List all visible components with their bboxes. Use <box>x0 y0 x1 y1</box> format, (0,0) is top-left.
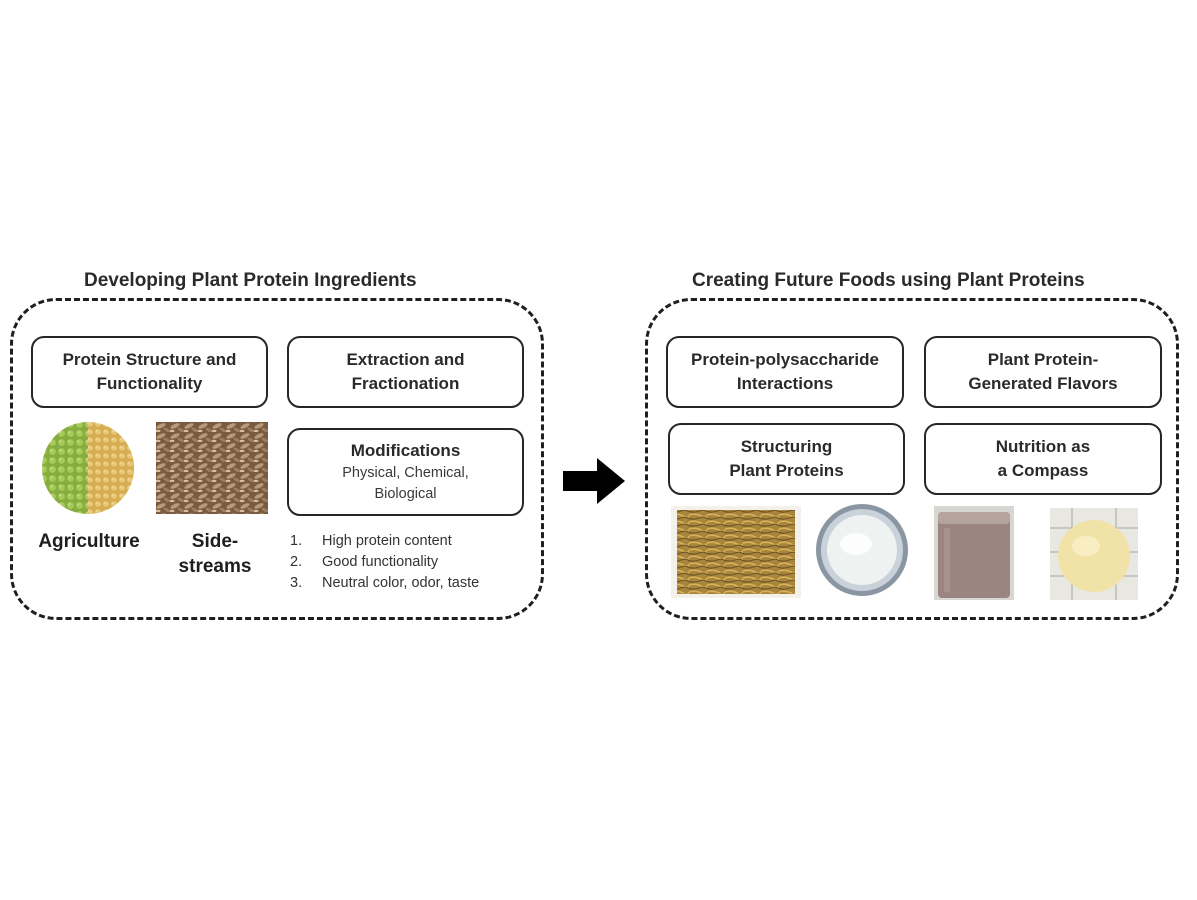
left-panel-title: Developing Plant Protein Ingredients <box>84 270 417 291</box>
caption-agriculture: Agriculture <box>38 531 140 552</box>
meat-analogue-image <box>671 506 801 598</box>
beverage-jar-image <box>934 506 1014 600</box>
box-nutrition-line1: Nutrition as <box>995 437 1091 456</box>
box-protein-polysaccharide-line2: Interactions <box>736 374 834 393</box>
box-structuring-line1: Structuring <box>740 437 833 456</box>
box-protein-structure-line2: Functionality <box>96 374 203 393</box>
requirements-list: 1.High protein content 2.Good functional… <box>290 531 479 594</box>
right-panel-frame <box>645 298 1179 620</box>
box-nutrition-line2: a Compass <box>997 461 1089 480</box>
list-item: 3.Neutral color, odor, taste <box>290 575 480 591</box>
caption-sidestreams-line2: streams <box>178 556 252 577</box>
box-extraction-line2: Fractionation <box>351 374 460 393</box>
emulsion-bowl-image <box>812 502 912 598</box>
box-generated-flavors-line1: Plant Protein- <box>987 350 1099 369</box>
cheese-ball-image <box>1050 508 1138 600</box>
box-generated-flavors: Plant Protein- Generated Flavors <box>924 336 1162 408</box>
list-item: 1.High protein content <box>290 533 452 549</box>
right-arrow-icon <box>563 458 625 504</box>
box-extraction-line1: Extraction and <box>346 350 465 369</box>
right-panel-title: Creating Future Foods using Plant Protei… <box>692 270 1085 291</box>
box-nutrition: Nutrition as a Compass <box>924 423 1162 495</box>
left-panel-frame <box>10 298 544 620</box>
box-extraction: Extraction and Fractionation <box>287 336 524 408</box>
box-modifications-sub1: Physical, Chemical, <box>342 465 469 481</box>
box-protein-structure-line1: Protein Structure and <box>62 350 237 369</box>
box-structuring: Structuring Plant Proteins <box>668 423 905 495</box>
caption-sidestreams: Side- streams <box>170 529 260 579</box>
box-protein-polysaccharide-line1: Protein-polysaccharide <box>690 350 879 369</box>
box-protein-structure: Protein Structure and Functionality <box>31 336 268 408</box>
list-item: 2.Good functionality <box>290 554 439 570</box>
box-structuring-line2: Plant Proteins <box>729 461 844 480</box>
box-modifications-title: Modifications <box>350 441 461 460</box>
box-protein-polysaccharide: Protein-polysaccharide Interactions <box>666 336 904 408</box>
agriculture-image <box>30 420 146 516</box>
box-generated-flavors-line2: Generated Flavors <box>968 374 1118 393</box>
caption-sidestreams-line1: Side- <box>191 531 239 552</box>
box-modifications-sub2: Biological <box>374 486 437 502</box>
sidestreams-image <box>156 422 268 514</box>
box-modifications: Modifications Physical, Chemical, Biolog… <box>287 428 524 516</box>
